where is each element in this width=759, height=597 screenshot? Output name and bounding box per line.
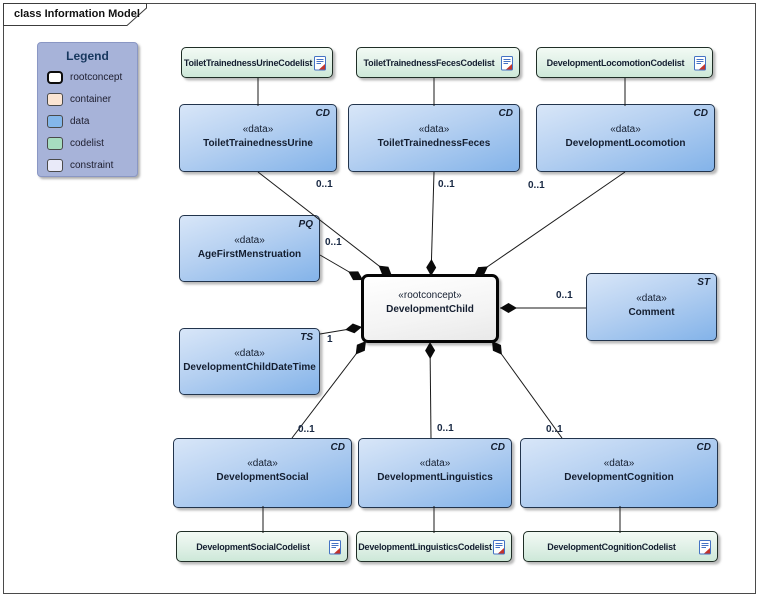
- node-label: DevelopmentChild: [386, 304, 474, 315]
- legend-item-container: container: [47, 91, 137, 107]
- stereotype: «data»: [234, 348, 265, 359]
- node-label: ToiletTrainednessUrine: [203, 138, 313, 149]
- node-development-child[interactable]: «rootconcept» DevelopmentChild: [361, 274, 499, 343]
- legend-item-label: container: [70, 93, 112, 105]
- document-icon: [699, 540, 711, 555]
- stereotype: «rootconcept»: [398, 290, 462, 301]
- frame-tab-shape: [3, 3, 147, 26]
- node-development-locomotion[interactable]: CD «data» DevelopmentLocomotion: [536, 104, 715, 172]
- diagram-title: class Information Model: [14, 8, 140, 20]
- document-icon: [314, 56, 326, 71]
- stereotype: «data»: [610, 124, 641, 135]
- node-development-locomotion-codelist[interactable]: DevelopmentLocomotionCodelist: [536, 47, 713, 78]
- node-label: DevelopmentChildDateTime: [183, 362, 316, 373]
- node-label: DevelopmentLocomotionCodelist: [546, 57, 685, 68]
- stereotype: «data»: [603, 458, 635, 469]
- type-tag: CD: [498, 108, 513, 119]
- type-tag: CD: [490, 442, 505, 453]
- legend-item-rootconcept: rootconcept: [47, 69, 137, 85]
- legend-item-label: data: [70, 115, 90, 127]
- node-development-linguistics[interactable]: CD «data» DevelopmentLinguistics: [358, 438, 512, 508]
- rootconcept-swatch: [47, 70, 63, 84]
- node-development-social[interactable]: CD «data» DevelopmentSocial: [173, 438, 352, 508]
- node-development-child-datetime[interactable]: TS «data» DevelopmentChildDateTime: [179, 328, 320, 395]
- legend-item-label: rootconcept: [70, 71, 123, 83]
- stereotype: «data»: [418, 124, 450, 135]
- type-tag: PQ: [298, 219, 313, 230]
- type-tag: CD: [696, 442, 711, 453]
- node-label: Comment: [628, 307, 675, 318]
- node-label: ToiletTrainednessFecesCodelist: [363, 57, 495, 68]
- node-label: AgeFirstMenstruation: [197, 249, 302, 260]
- legend-item-label: codelist: [70, 137, 104, 149]
- legend-item-constraint: constraint: [47, 157, 137, 173]
- node-toilet-trainedness-feces[interactable]: CD «data» ToiletTrainednessFeces: [348, 104, 520, 172]
- node-label: DevelopmentCognitionCodelist: [547, 541, 676, 552]
- node-label: DevelopmentLinguisticsCodelist: [358, 541, 492, 552]
- node-label: DevelopmentSocial: [216, 472, 309, 483]
- node-development-linguistics-codelist[interactable]: DevelopmentLinguisticsCodelist: [356, 531, 512, 562]
- document-icon: [493, 540, 505, 555]
- document-icon: [329, 540, 341, 555]
- type-tag: CD: [315, 108, 330, 119]
- legend-item-codelist: codelist: [47, 135, 137, 151]
- stereotype: «data»: [247, 458, 278, 469]
- document-icon: [501, 56, 513, 71]
- node-label: ToiletTrainednessFeces: [377, 138, 491, 149]
- node-toilet-trainedness-feces-codelist[interactable]: ToiletTrainednessFecesCodelist: [356, 47, 520, 78]
- container-swatch: [47, 92, 63, 106]
- diagram-frame-label: class Information Model: [3, 3, 173, 29]
- constraint-swatch: [47, 158, 63, 172]
- document-icon: [694, 56, 706, 71]
- stereotype: «data»: [242, 124, 274, 135]
- stereotype: «data»: [234, 235, 265, 246]
- type-tag: TS: [300, 332, 313, 343]
- node-label: DevelopmentLinguistics: [377, 472, 493, 483]
- node-development-social-codelist[interactable]: DevelopmentSocialCodelist: [176, 531, 348, 562]
- legend-panel: Legend rootconcept container data codeli…: [37, 42, 138, 177]
- type-tag: ST: [697, 277, 710, 288]
- node-label: DevelopmentCognition: [564, 472, 674, 483]
- legend-title: Legend: [66, 49, 109, 63]
- node-development-cognition-codelist[interactable]: DevelopmentCognitionCodelist: [523, 531, 718, 562]
- node-development-cognition[interactable]: CD «data» DevelopmentCognition: [520, 438, 718, 508]
- node-label: DevelopmentLocomotion: [565, 138, 686, 149]
- stereotype: «data»: [636, 293, 667, 304]
- node-comment[interactable]: ST «data» Comment: [586, 273, 717, 341]
- node-label: DevelopmentSocialCodelist: [196, 541, 310, 552]
- node-label: ToiletTrainednessUrineCodelist: [183, 57, 313, 68]
- stereotype: «data»: [419, 458, 451, 469]
- codelist-swatch: [47, 136, 63, 150]
- type-tag: CD: [693, 108, 708, 119]
- node-toilet-trainedness-urine[interactable]: CD «data» ToiletTrainednessUrine: [179, 104, 337, 172]
- legend-item-label: constraint: [70, 159, 114, 171]
- data-swatch: [47, 114, 63, 128]
- type-tag: CD: [330, 442, 345, 453]
- legend-item-data: data: [47, 113, 137, 129]
- node-age-first-menstruation[interactable]: PQ «data» AgeFirstMenstruation: [179, 215, 320, 282]
- node-toilet-trainedness-urine-codelist[interactable]: ToiletTrainednessUrineCodelist: [181, 47, 333, 78]
